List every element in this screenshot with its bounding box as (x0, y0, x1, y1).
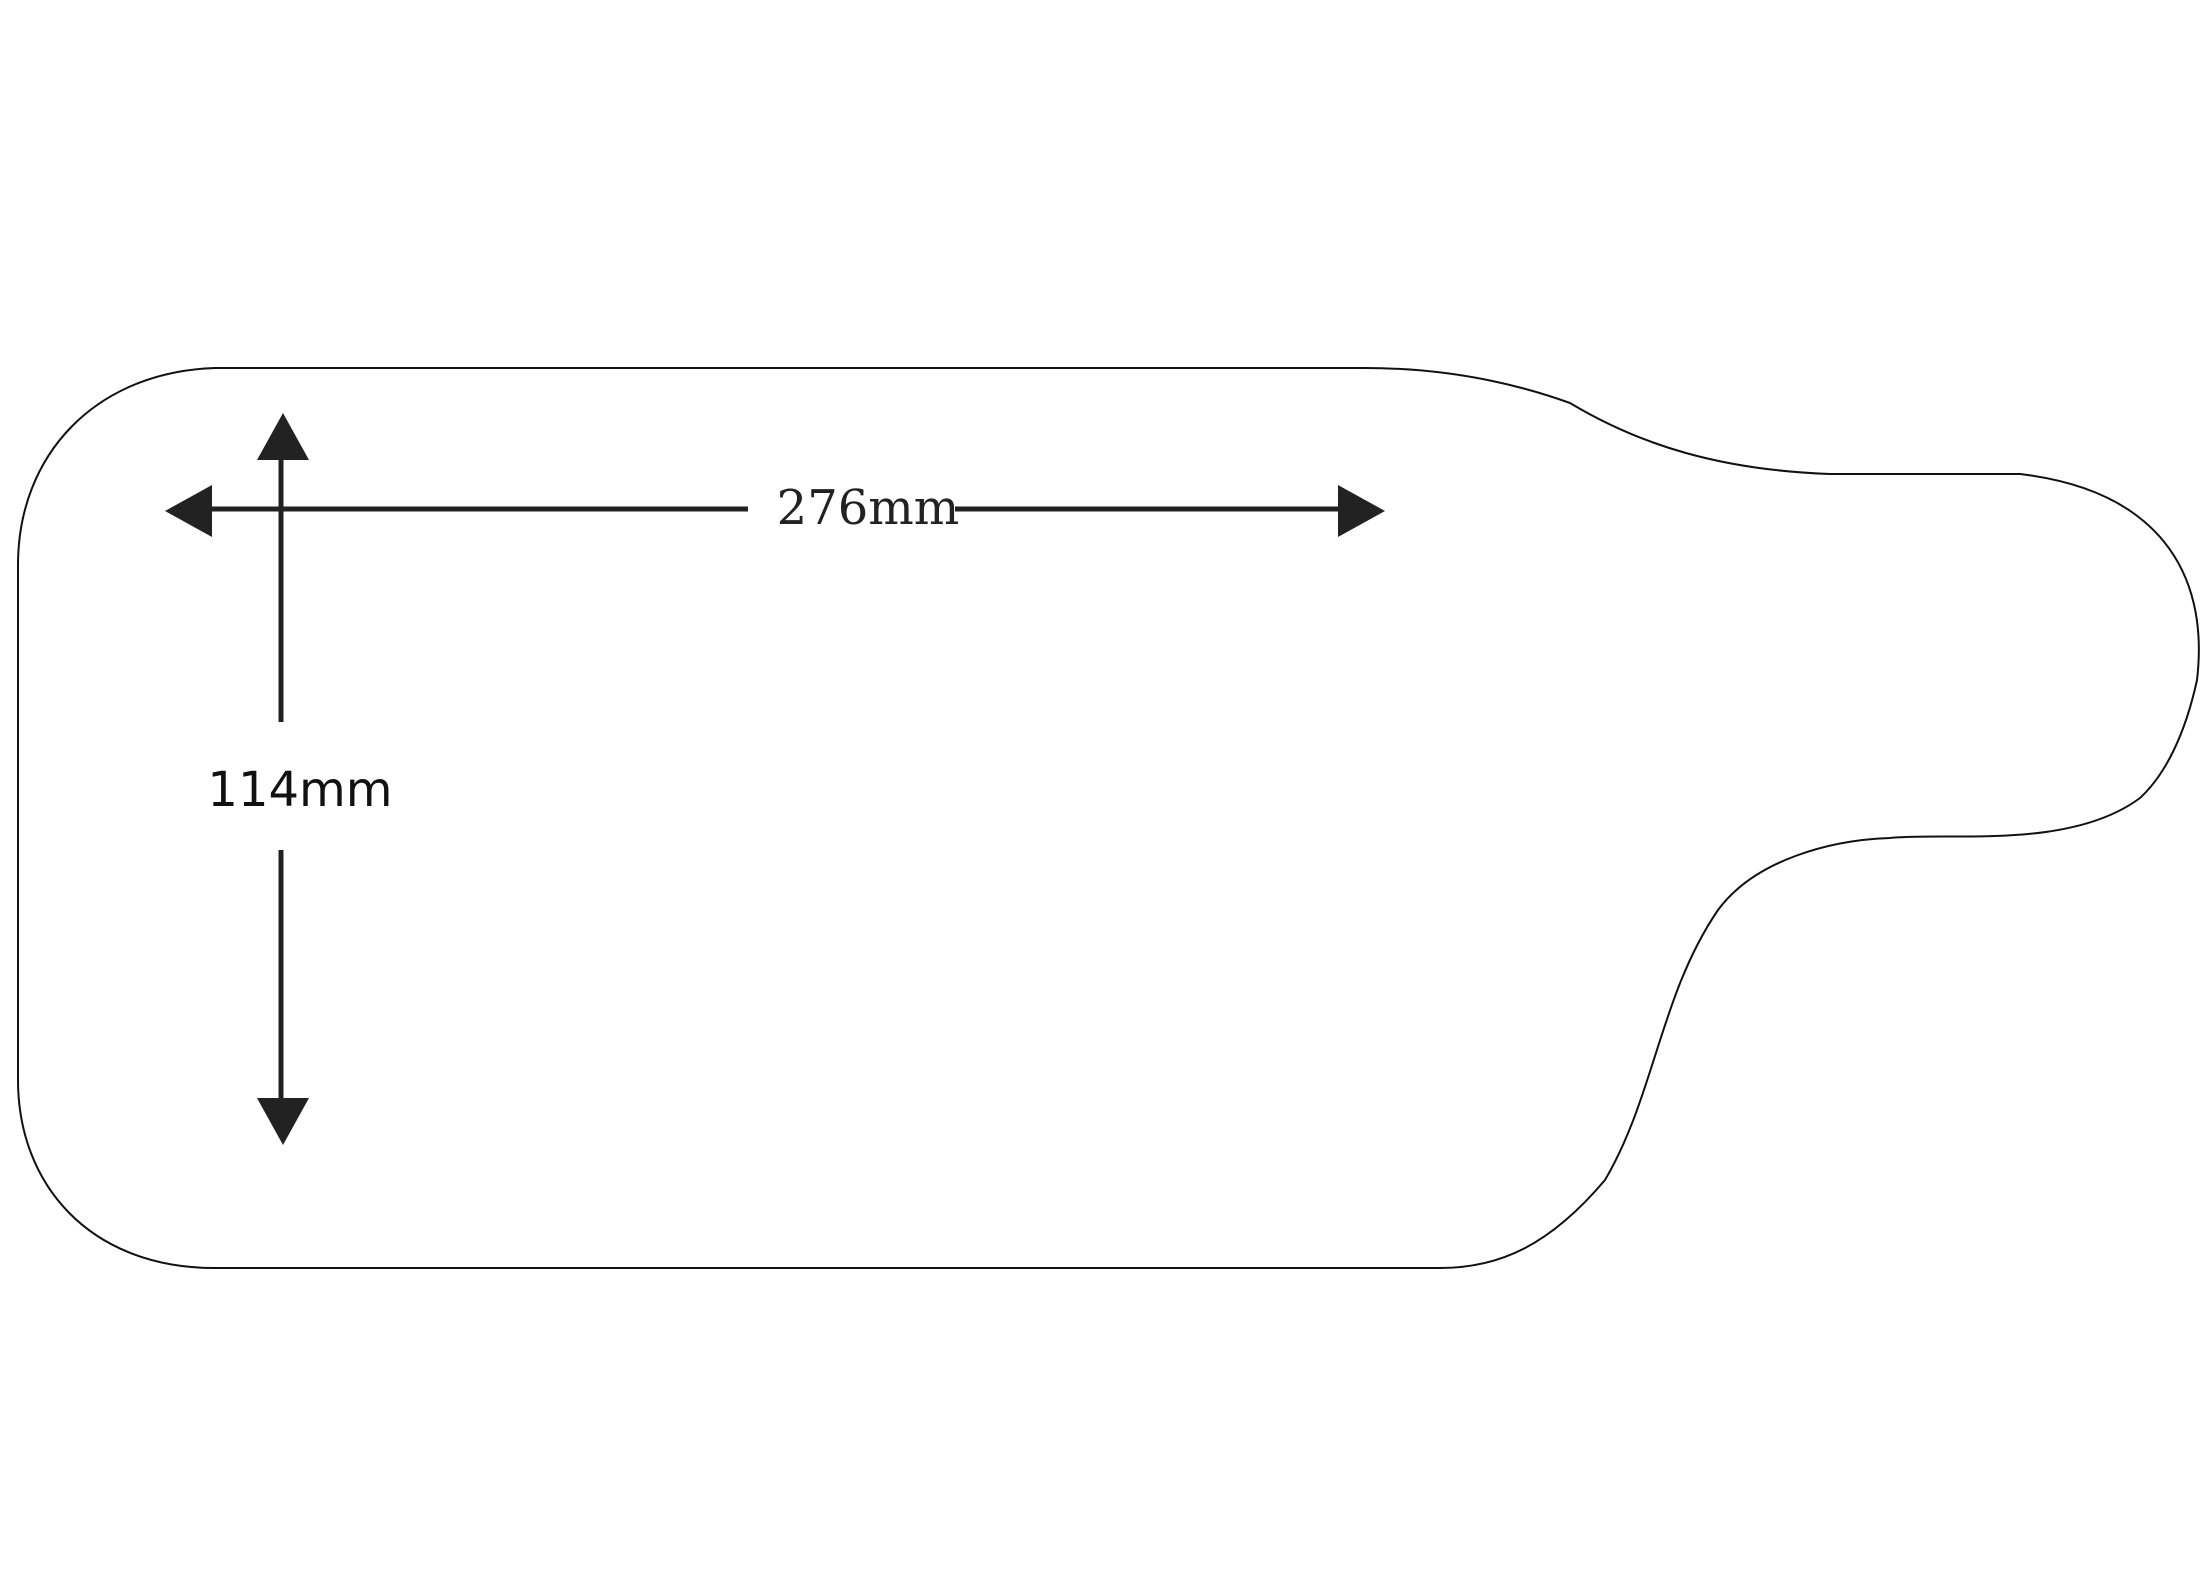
width-label: 276mm (777, 480, 960, 536)
height-dimension: 114mm (207, 413, 393, 1145)
arrow-right-icon (1338, 485, 1385, 537)
paddle-outline (17, 367, 2200, 1269)
arrow-up-icon (257, 413, 309, 460)
arrow-down-icon (257, 1098, 309, 1145)
height-label: 114mm (207, 762, 392, 818)
arrow-left-icon (165, 485, 212, 537)
width-dimension: 276mm (165, 480, 1385, 537)
